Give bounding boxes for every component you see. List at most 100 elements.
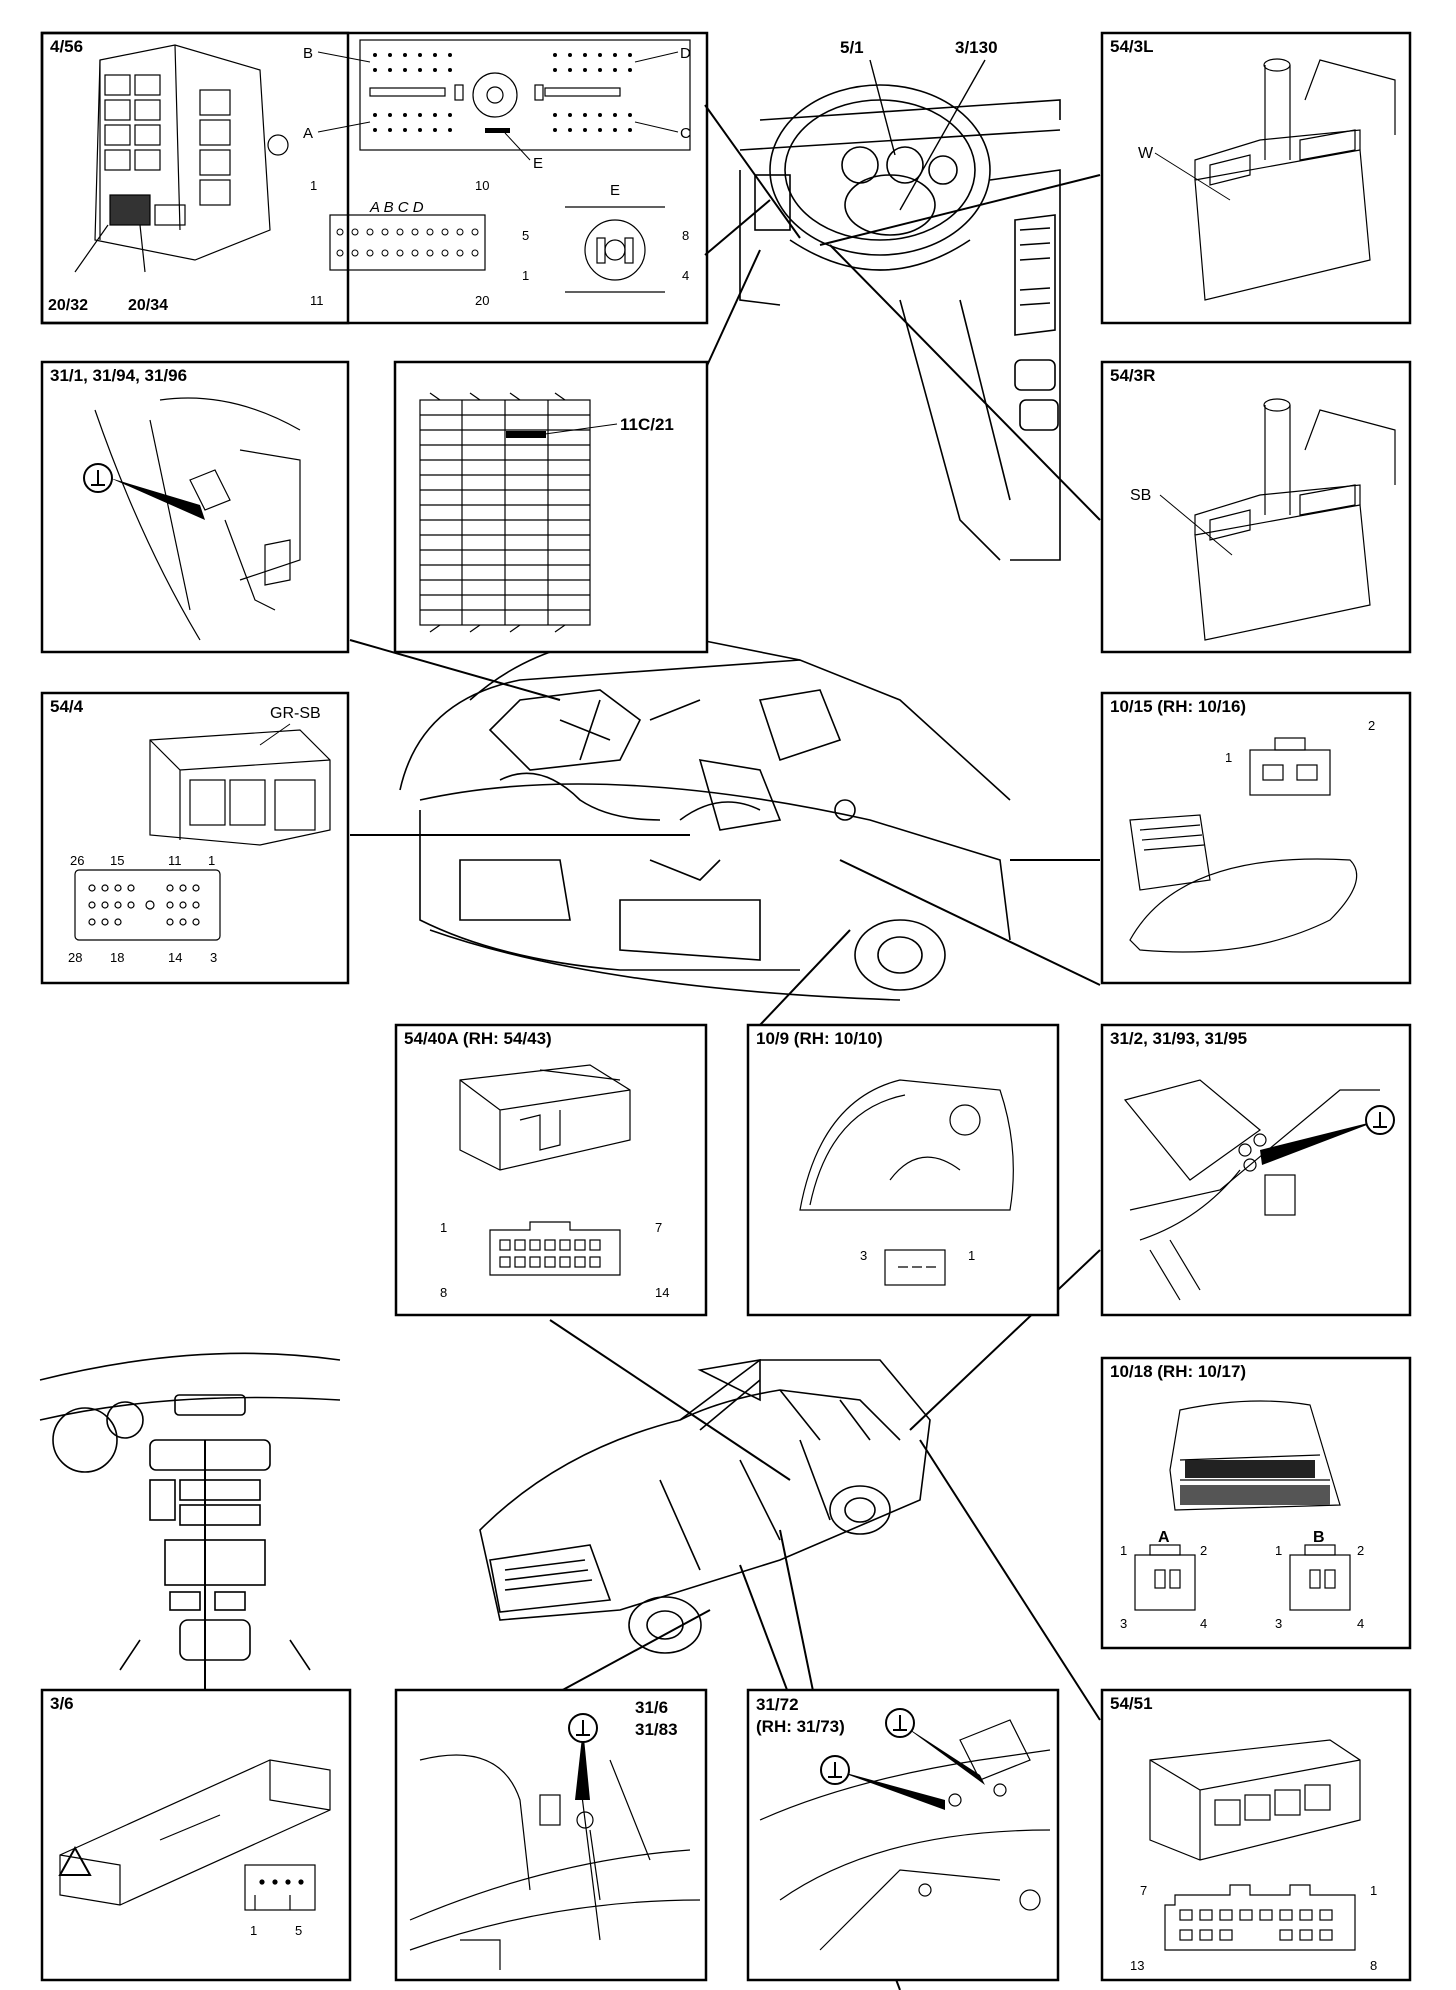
panel-10-15-title: 10/15 (RH: 10/16): [1110, 697, 1246, 716]
panel-54-4: 54/4 GR-SB 26 15 11 1 28 18 14 3: [40, 691, 350, 985]
panel-54-51-title: 54/51: [1110, 1694, 1153, 1713]
panel-10-18: 10/18 (RH: 10/17) A B 1 2 3 4 1 2 3 4: [1100, 1356, 1412, 1650]
pin-1: 1: [968, 1248, 975, 1263]
pin-1: 1: [440, 1220, 447, 1235]
connector-A-label: A: [1158, 1529, 1170, 1546]
label-D: D: [680, 45, 691, 62]
color-code-SB: SB: [1130, 487, 1151, 504]
hazard-switch-drawing: [59, 1759, 331, 1911]
panel-31-1: 31/1, 31/94, 31/96: [40, 360, 350, 654]
panel-fuse-box: 11C/21: [393, 360, 709, 654]
pin-3-b: 3: [1275, 1616, 1282, 1631]
pin-14: 14: [655, 1285, 669, 1300]
dash-label-3-130: 3/130: [955, 38, 998, 57]
ground-point-drawing: [94, 397, 301, 641]
pin-1: 1: [1225, 750, 1232, 765]
pin-1: 1: [250, 1923, 257, 1938]
panel-54-3L: 54/3L W: [1100, 31, 1412, 325]
pin-4: 4: [682, 268, 689, 283]
color-code-W: W: [1138, 145, 1154, 162]
pin-2-a: 2: [1200, 1543, 1207, 1558]
panel-31-2: 31/2, 31/93, 31/95: [1100, 1023, 1412, 1317]
relay-box-drawing: [94, 44, 289, 261]
pin-2-b: 2: [1357, 1543, 1364, 1558]
pin-2: 2: [1368, 718, 1375, 733]
pin-3-a: 3: [1120, 1616, 1127, 1631]
label-E-top: E: [610, 182, 620, 199]
pin-11: 11: [310, 293, 324, 308]
label-20-34: 20/34: [128, 297, 168, 314]
pin-18: 18: [110, 950, 124, 965]
pin-8: 8: [440, 1285, 447, 1300]
panel-10-15: 10/15 (RH: 10/16) 1 2: [1100, 691, 1412, 985]
tail-light-drawing: [1134, 1400, 1351, 1611]
pin-7: 7: [1140, 1883, 1147, 1898]
pin-1: 1: [310, 178, 317, 193]
panel-54-3R-title: 54/3R: [1110, 366, 1155, 385]
side-marker-drawing: [1129, 737, 1358, 953]
pin-3: 3: [210, 950, 217, 965]
pin-1: 1: [208, 853, 215, 868]
connector-a-b-c-d-drawing: [359, 39, 691, 151]
connector-B-label: B: [1313, 1529, 1325, 1546]
ground-point-drawing: [1123, 1079, 1380, 1301]
label-20-32: 20/32: [48, 297, 88, 314]
connector-54-3L-drawing: [1194, 58, 1396, 301]
pin-3: 3: [860, 1248, 867, 1263]
panel-54-3R: 54/3R SB: [1100, 360, 1412, 654]
panel-54-40A-title: 54/40A (RH: 54/43): [404, 1029, 552, 1048]
panel-54-40A: 54/40A (RH: 54/43) 1 7 8 14: [394, 1023, 708, 1317]
hazard-triangle-icon: [58, 1845, 92, 1876]
pin-1: 1: [1370, 1883, 1377, 1898]
panel-31-72-title-b: (RH: 31/73): [756, 1717, 845, 1736]
pin-7: 7: [655, 1220, 662, 1235]
ground-pointer: [900, 1723, 985, 1785]
pin-1-b: 1: [1275, 1543, 1282, 1558]
panel-54-51: 54/51 7 1 13 8: [1100, 1688, 1412, 1982]
panel-31-72: 31/72 (RH: 31/73): [746, 1688, 1060, 1982]
ground-pointer: [110, 478, 205, 520]
pin-20: 20: [475, 293, 489, 308]
panel-3-6: 3/6 1 5: [40, 1688, 352, 1982]
dashboard-illustration: [739, 84, 1061, 561]
panel-10-18-title: 10/18 (RH: 10/17): [1110, 1362, 1246, 1381]
floor-ground-drawing: [409, 1754, 701, 1970]
pin-5: 5: [295, 1923, 302, 1938]
turn-signal-drawing: [799, 1079, 1014, 1286]
connector-20pin-drawing: [329, 214, 486, 271]
pin-1-e: 1: [522, 268, 529, 283]
panel-4-56-title: 4/56: [50, 37, 83, 56]
connector-54-3R-drawing: [1194, 398, 1396, 641]
pin-26: 26: [70, 853, 84, 868]
connector-54-51-drawing: [1149, 1739, 1361, 1951]
panel-3-6-title: 3/6: [50, 1694, 74, 1713]
color-code-GR-SB: GR-SB: [270, 705, 321, 722]
panel-31-2-title: 31/2, 31/93, 31/95: [1110, 1029, 1247, 1048]
label-B: B: [303, 45, 313, 62]
pin-10: 10: [475, 178, 489, 193]
pin-11: 11: [168, 853, 182, 868]
panel-31-6-title-b: 31/83: [635, 1720, 678, 1739]
pin-4-a: 4: [1200, 1616, 1207, 1631]
pin-15: 15: [110, 853, 124, 868]
connector-54-40A-drawing: [459, 1064, 631, 1276]
pin-1-a: 1: [1120, 1543, 1127, 1558]
panel-54-3L-title: 54/3L: [1110, 37, 1153, 56]
fuse-label-11C-21: 11C/21: [620, 415, 674, 434]
pin-4-b: 4: [1357, 1616, 1364, 1631]
label-abcd: A B C D: [369, 199, 424, 216]
engine-bay-illustration: [399, 635, 1011, 1001]
ground-pointer: [1260, 1120, 1380, 1165]
panel-31-6: 31/6 31/83: [394, 1688, 708, 1982]
pin-5: 5: [522, 228, 529, 243]
label-E: E: [533, 155, 543, 172]
pin-8: 8: [682, 228, 689, 243]
panel-31-1-title: 31/1, 31/94, 31/96: [50, 366, 187, 385]
pin-28: 28: [68, 950, 82, 965]
dash-label-5-1: 5/1: [840, 38, 864, 57]
label-A: A: [303, 125, 313, 142]
sedan-illustration: [479, 1359, 931, 1654]
pin-8: 8: [1370, 1958, 1377, 1973]
fuse-grid: [419, 392, 591, 633]
